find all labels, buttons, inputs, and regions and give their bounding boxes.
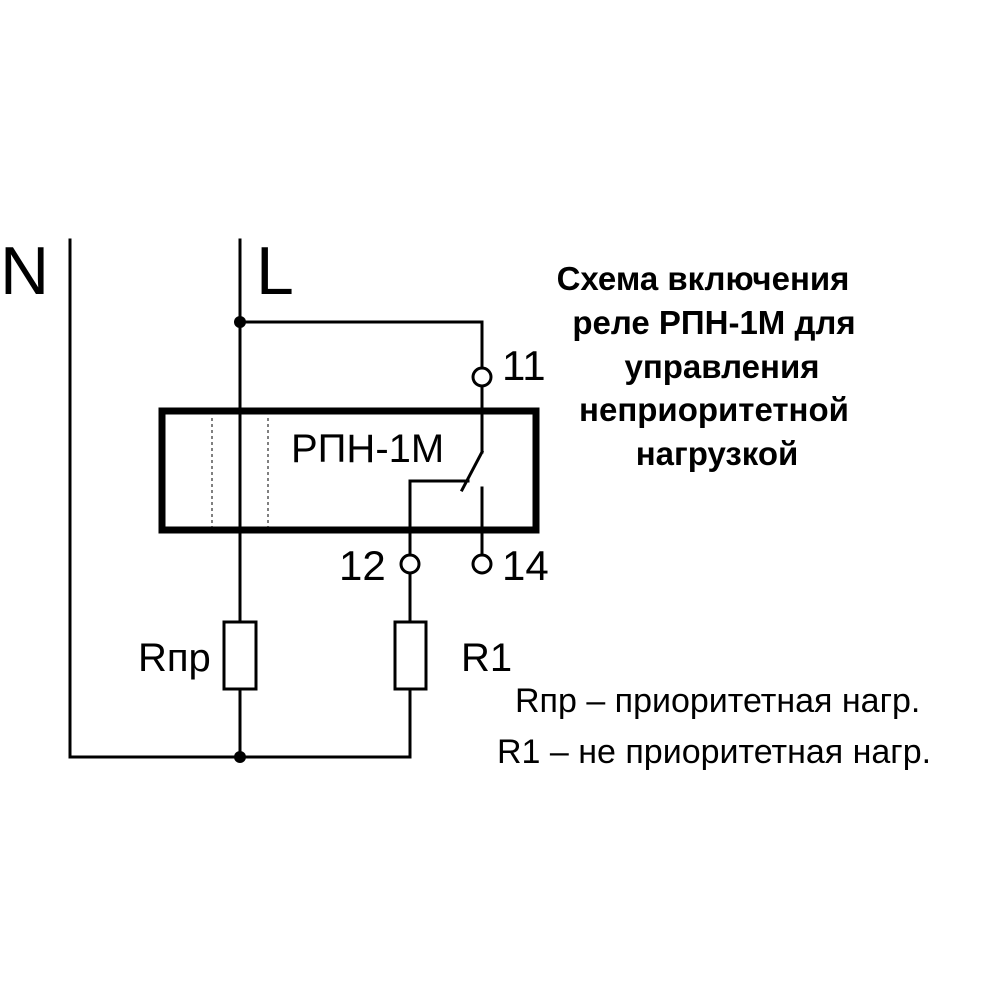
terminal-14 [471,553,493,575]
label-l: L [256,233,294,309]
title-line-4: неприоритетной [579,391,849,428]
junction-bottom [234,751,246,763]
r1-resistor [393,620,428,691]
title-line-1: Схема включения [557,260,850,297]
contact-blade [459,449,485,493]
label-14: 14 [502,542,549,589]
title-line-3: управления [624,348,819,385]
label-r1: R1 [461,636,512,680]
label-rpr: Rпр [138,636,211,680]
legend-r1: R1 – не приоритетная нагр. [497,733,931,771]
terminal-11 [471,366,493,388]
legend-rpr: Rпр – приоритетная нагр. [515,682,920,720]
label-n: N [0,233,49,309]
junction-top [234,316,246,328]
terminal-12 [399,553,421,575]
relay-body [158,407,540,534]
relay-name: РПН-1М [291,427,444,471]
label-11: 11 [502,342,546,389]
title-line-5: нагрузкой [636,435,799,472]
title-line-2: реле РПН-1М для [572,304,855,341]
rpr-resistor [222,620,258,691]
label-12: 12 [339,542,386,589]
